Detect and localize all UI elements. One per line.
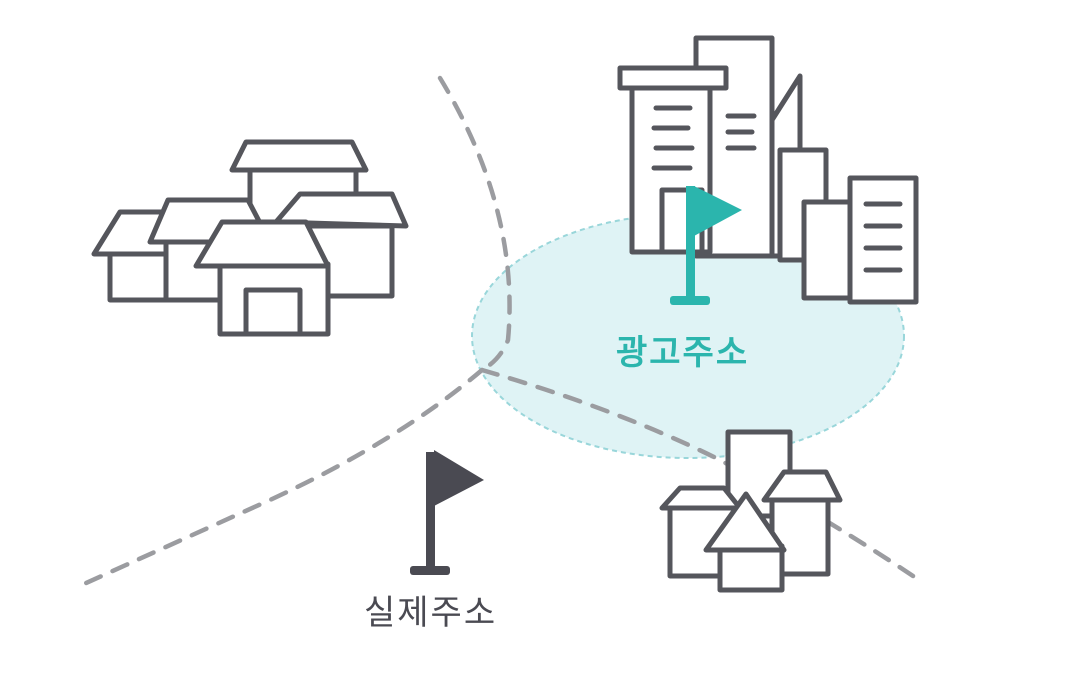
road-southwest <box>81 367 485 587</box>
real-flag-icon <box>410 450 484 575</box>
road-north <box>437 75 512 373</box>
ad-flag-icon <box>670 186 742 305</box>
house-cluster-icon <box>91 139 409 337</box>
roads <box>81 75 925 587</box>
small-building-icon <box>659 429 843 593</box>
real-address-label: 실제주소 <box>364 593 498 633</box>
skyscraper-cluster-icon <box>617 35 919 305</box>
road-southeast <box>479 367 925 585</box>
ad-address-label: 광고주소 <box>616 333 750 373</box>
